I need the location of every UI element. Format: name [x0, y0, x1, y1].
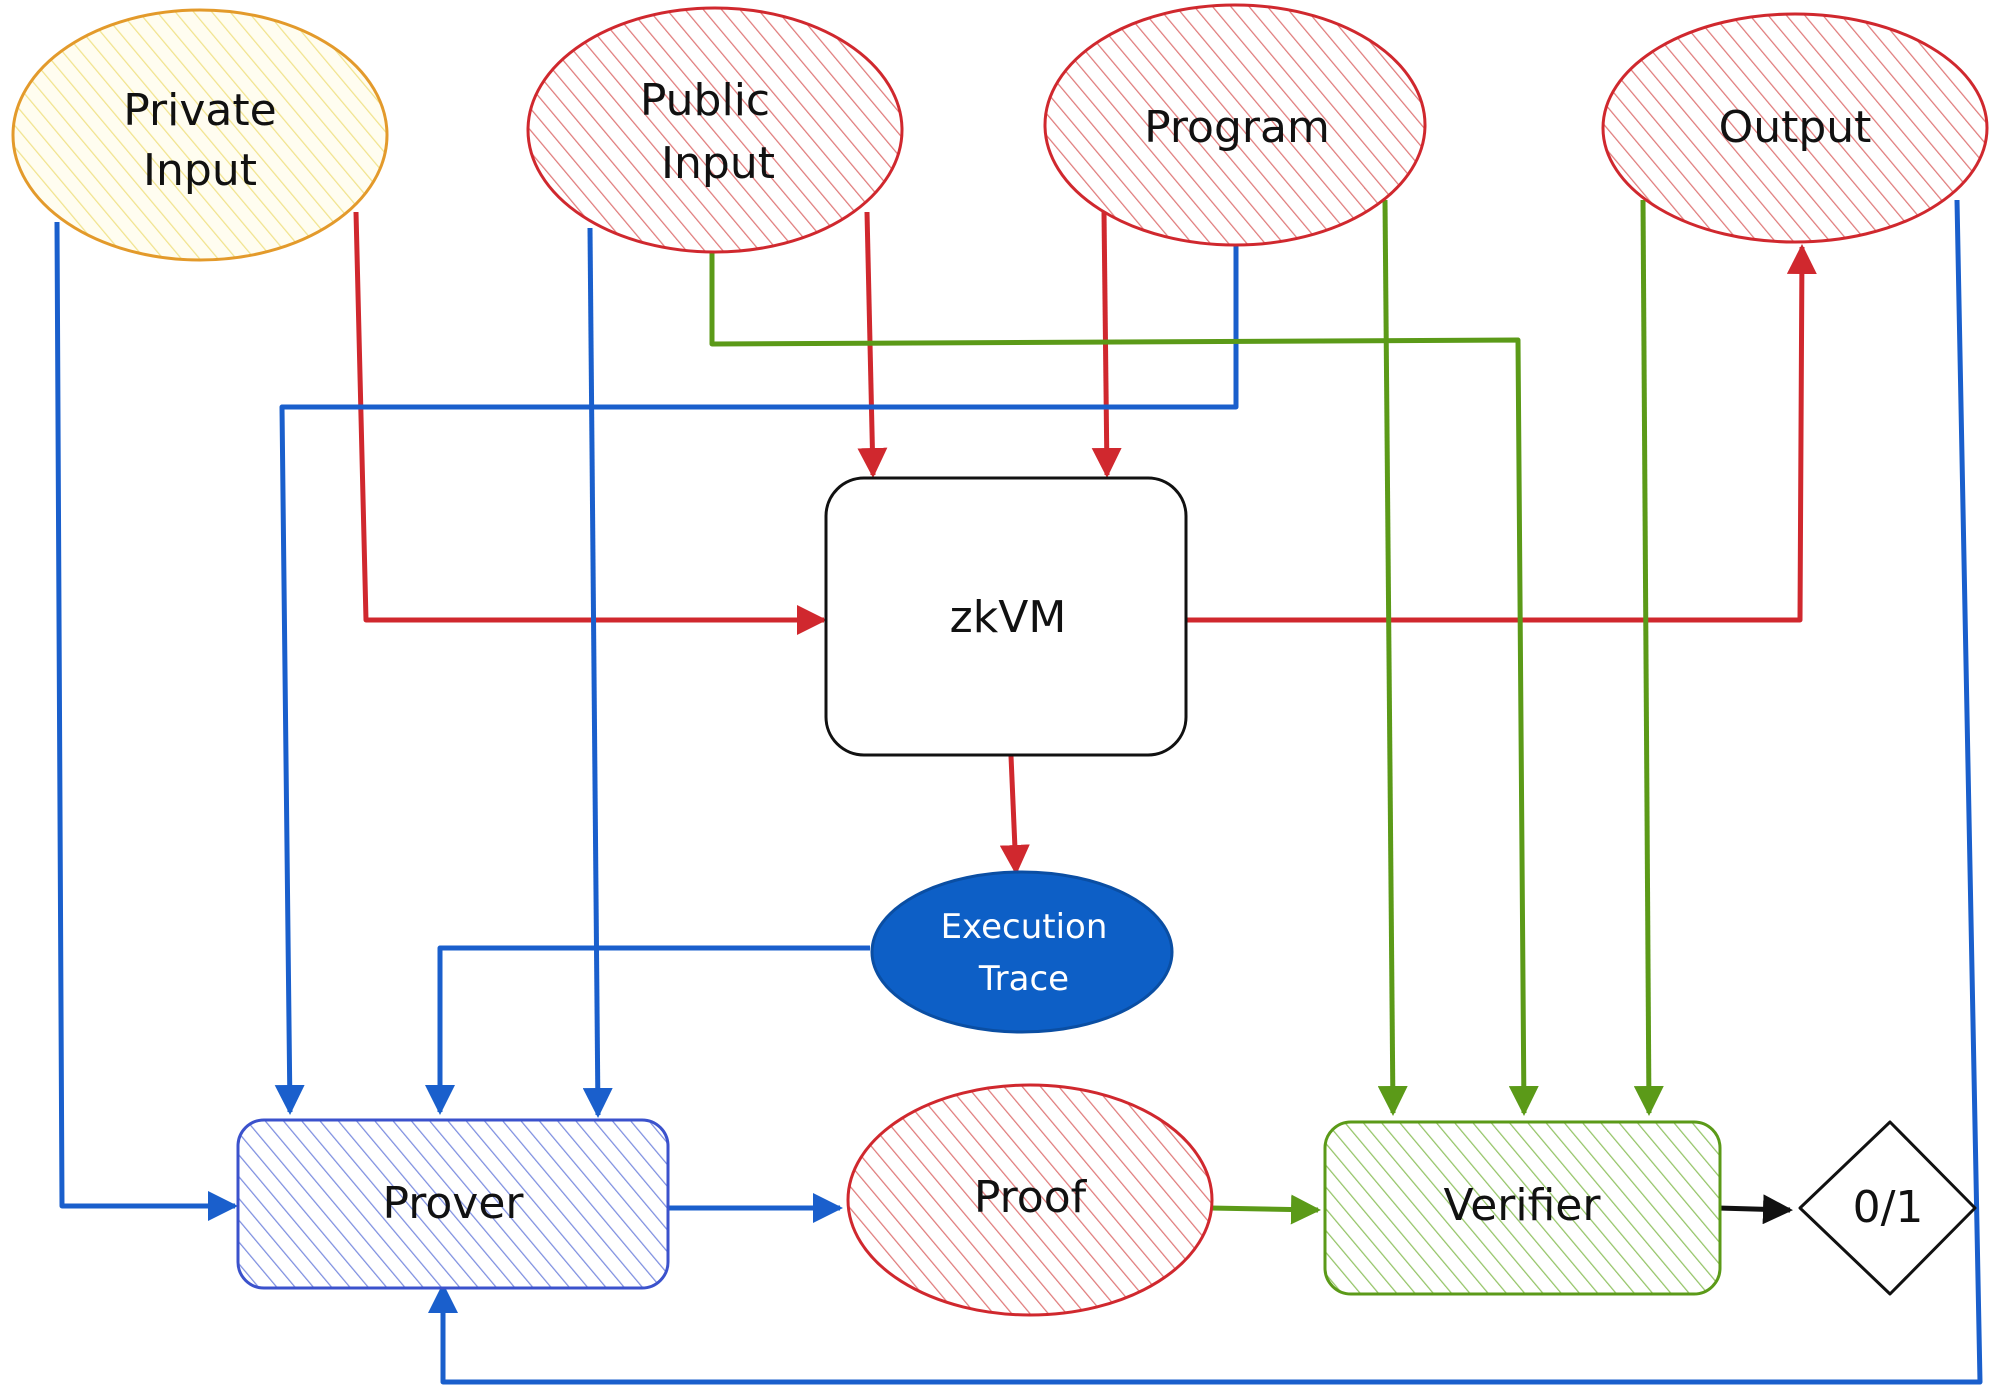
- node-public-input: Public Input: [526, 6, 904, 254]
- execution-trace-shape: [870, 870, 1174, 1034]
- zkvm-shape: [824, 476, 1188, 757]
- execution-trace-label-line1: Execution: [941, 907, 1108, 947]
- edge-execution-trace-to-prover: [425, 945, 870, 1115]
- node-result: 0/1: [1798, 1120, 1977, 1296]
- public-input-shape: [526, 6, 904, 254]
- edge-private-input-to-zkvm: [353, 211, 827, 635]
- program-shape: [1043, 3, 1427, 247]
- edge-program-to-verifier: [1377, 199, 1408, 1116]
- proof-label: Proof: [974, 1172, 1088, 1223]
- edge-verifier-to-result: [1717, 1194, 1793, 1225]
- node-execution-trace: Execution Trace: [870, 870, 1174, 1034]
- edges: [54, 199, 1983, 1385]
- edge-proof-to-verifier: [1209, 1194, 1321, 1225]
- node-prover: Prover: [236, 1118, 670, 1290]
- node-program: Program: [1043, 3, 1427, 247]
- execution-trace-label-line2: Trace: [978, 959, 1069, 999]
- edge-program-to-prover: [274, 245, 1239, 1115]
- verifier-label: Verifier: [1444, 1180, 1602, 1231]
- edge-public-input-to-prover: [582, 227, 613, 1118]
- node-zkvm: zkVM: [824, 476, 1188, 757]
- zkvm-label: zkVM: [950, 592, 1067, 643]
- node-private-input: Private Input: [11, 8, 389, 262]
- output-label: Output: [1719, 102, 1872, 153]
- edge-public-input-to-verifier: [709, 253, 1539, 1116]
- edge-zkvm-to-execution-trace: [999, 755, 1030, 875]
- private-input-label-line1: Private: [123, 85, 276, 136]
- public-input-label-line1: Public: [640, 75, 770, 126]
- node-output: Output: [1601, 12, 1989, 244]
- result-label: 0/1: [1853, 1182, 1924, 1233]
- edge-output-to-prover-loop: [428, 199, 1983, 1385]
- result-diamond-shape: [1798, 1120, 1977, 1296]
- private-input-label-line2: Input: [143, 145, 257, 196]
- prover-shape: [236, 1118, 670, 1290]
- public-input-label-line2: Input: [661, 138, 775, 189]
- private-input-shape: [11, 8, 389, 262]
- node-proof: Proof: [846, 1083, 1214, 1317]
- node-verifier: Verifier: [1323, 1120, 1722, 1296]
- edge-zkvm-to-output: [1186, 244, 1817, 623]
- edge-output-to-verifier: [1633, 199, 1664, 1116]
- output-shape: [1601, 12, 1989, 244]
- verifier-shape: [1323, 1120, 1722, 1296]
- prover-label: Prover: [382, 1178, 524, 1229]
- program-label: Program: [1144, 102, 1330, 153]
- proof-shape: [846, 1083, 1214, 1317]
- edge-private-input-to-prover: [54, 221, 238, 1221]
